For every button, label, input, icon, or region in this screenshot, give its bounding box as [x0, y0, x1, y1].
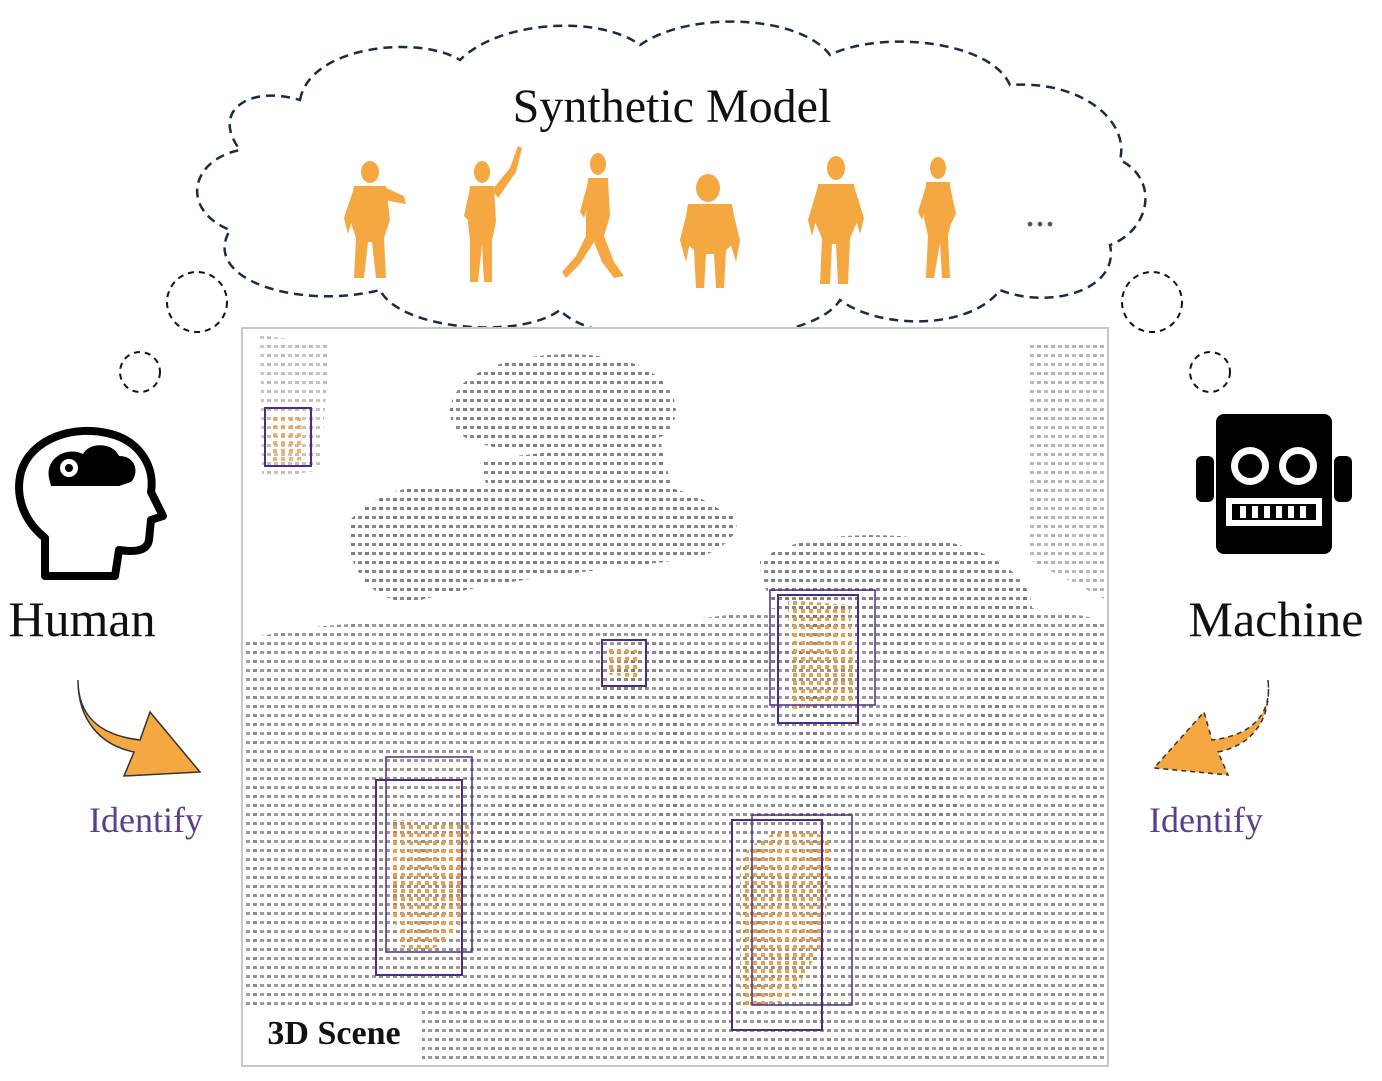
human-head-brain-icon — [15, 426, 167, 580]
human-action-label: Identify — [89, 800, 203, 840]
thought-cloud — [195, 20, 1147, 343]
thought-bubble-small-right — [1189, 351, 1231, 393]
detection-box-1 — [375, 756, 473, 976]
human-arrow — [77, 679, 202, 777]
machine-action-label: Identify — [1149, 800, 1263, 840]
scene-label-bg — [244, 1008, 422, 1064]
machine-arrow — [1152, 679, 1270, 776]
robot-face-icon — [1196, 414, 1352, 554]
thought-bubble-large-right — [1121, 271, 1183, 333]
detection-box-5 — [264, 407, 312, 467]
human-figure-4 — [680, 174, 740, 288]
scene-panel: 3D Scene — [241, 327, 1109, 1067]
detection-box-2 — [731, 814, 853, 1031]
synthetic-human-figures — [344, 146, 956, 288]
detection-box-3 — [769, 589, 876, 724]
human-figure-2 — [464, 146, 522, 282]
thought-bubble-small-left — [119, 351, 161, 393]
cloud-ellipsis: ... — [1025, 190, 1055, 235]
thought-bubble-large-left — [166, 271, 228, 333]
human-figure-3 — [562, 153, 624, 278]
scene-label: 3D Scene — [267, 1015, 400, 1052]
human-figure-1 — [344, 161, 406, 278]
cloud-title: Synthetic Model — [513, 80, 832, 133]
detection-box-4 — [601, 639, 647, 687]
detected-humans — [264, 407, 876, 1031]
machine-label: Machine — [1189, 591, 1364, 647]
human-label: Human — [8, 591, 155, 647]
human-figure-6 — [918, 157, 956, 278]
point-cloud — [244, 335, 1106, 1064]
human-figure-5 — [808, 156, 864, 284]
